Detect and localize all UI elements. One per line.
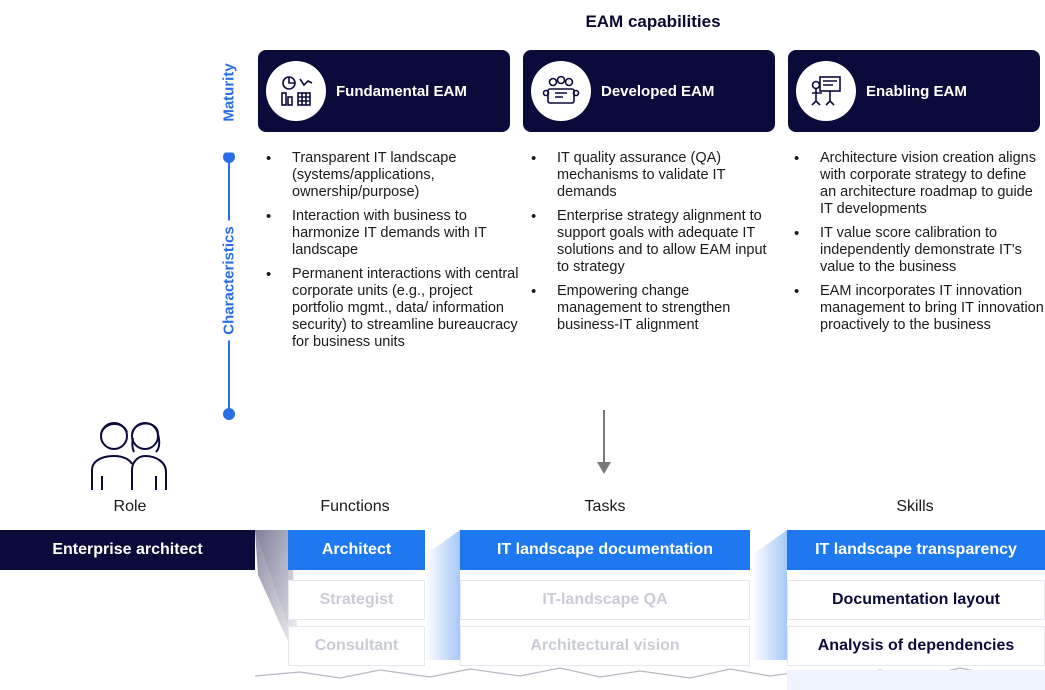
task-it-landscape-documentation: IT landscape documentation (460, 530, 750, 570)
list-item: Enterprise strategy alignment to support… (527, 208, 777, 276)
capability-enabling: Enabling EAM (788, 50, 1040, 132)
developed-characteristics: IT quality assurance (QA) mechanisms to … (527, 150, 777, 341)
meeting-table-icon (531, 61, 591, 121)
function-architect: Architect (288, 530, 425, 570)
skill-it-landscape-transparency: IT landscape transparency (787, 530, 1045, 570)
list-item: Transparent IT landscape (systems/applic… (262, 150, 524, 201)
list-item: Permanent interactions with central corp… (262, 266, 524, 351)
skill-analysis-of-dependencies: Analysis of dependencies (787, 626, 1045, 666)
list-item: IT quality assurance (QA) mechanisms to … (527, 150, 777, 201)
tasks-fan (752, 530, 787, 660)
function-consultant: Consultant (288, 626, 425, 666)
column-header-role: Role (113, 498, 147, 515)
column-header-tasks: Tasks (584, 498, 626, 515)
task-architectural-vision: Architectural vision (460, 626, 750, 666)
axis-dot-bottom (223, 408, 235, 420)
role-pill: Enterprise architect (0, 530, 255, 570)
fundamental-characteristics: Transparent IT landscape (systems/applic… (262, 150, 524, 358)
diagram-title: EAM capabilities (585, 12, 721, 31)
characteristics-label: Characteristics (220, 220, 238, 341)
people-icon (91, 422, 167, 490)
list-item: EAM incorporates IT innovation managemen… (790, 283, 1045, 334)
down-arrow-icon (597, 462, 611, 474)
capability-fundamental: Fundamental EAM (258, 50, 510, 132)
down-arrow-line (603, 410, 605, 465)
task-it-landscape-qa: IT-landscape QA (460, 580, 750, 620)
function-strategist: Strategist (288, 580, 425, 620)
list-item: Empowering change management to strength… (527, 283, 777, 334)
capability-label: Fundamental EAM (336, 82, 467, 100)
enabling-characteristics: Architecture vision creation aligns with… (790, 150, 1045, 341)
presenter-board-icon (796, 61, 856, 121)
capability-developed: Developed EAM (523, 50, 775, 132)
list-item: Architecture vision creation aligns with… (790, 150, 1045, 218)
skill-documentation-layout: Documentation layout (787, 580, 1045, 620)
capability-label: Developed EAM (601, 82, 715, 100)
column-header-functions: Functions (320, 498, 390, 515)
column-header-skills: Skills (896, 498, 934, 515)
list-item: IT value score calibration to independen… (790, 225, 1045, 276)
analytics-chart-icon (266, 61, 326, 121)
functions-fan (425, 530, 460, 660)
maturity-label: Maturity (220, 32, 238, 153)
capability-label: Enabling EAM (866, 82, 967, 100)
skill-list-fade (787, 670, 1045, 690)
list-item: Interaction with business to harmonize I… (262, 208, 524, 259)
